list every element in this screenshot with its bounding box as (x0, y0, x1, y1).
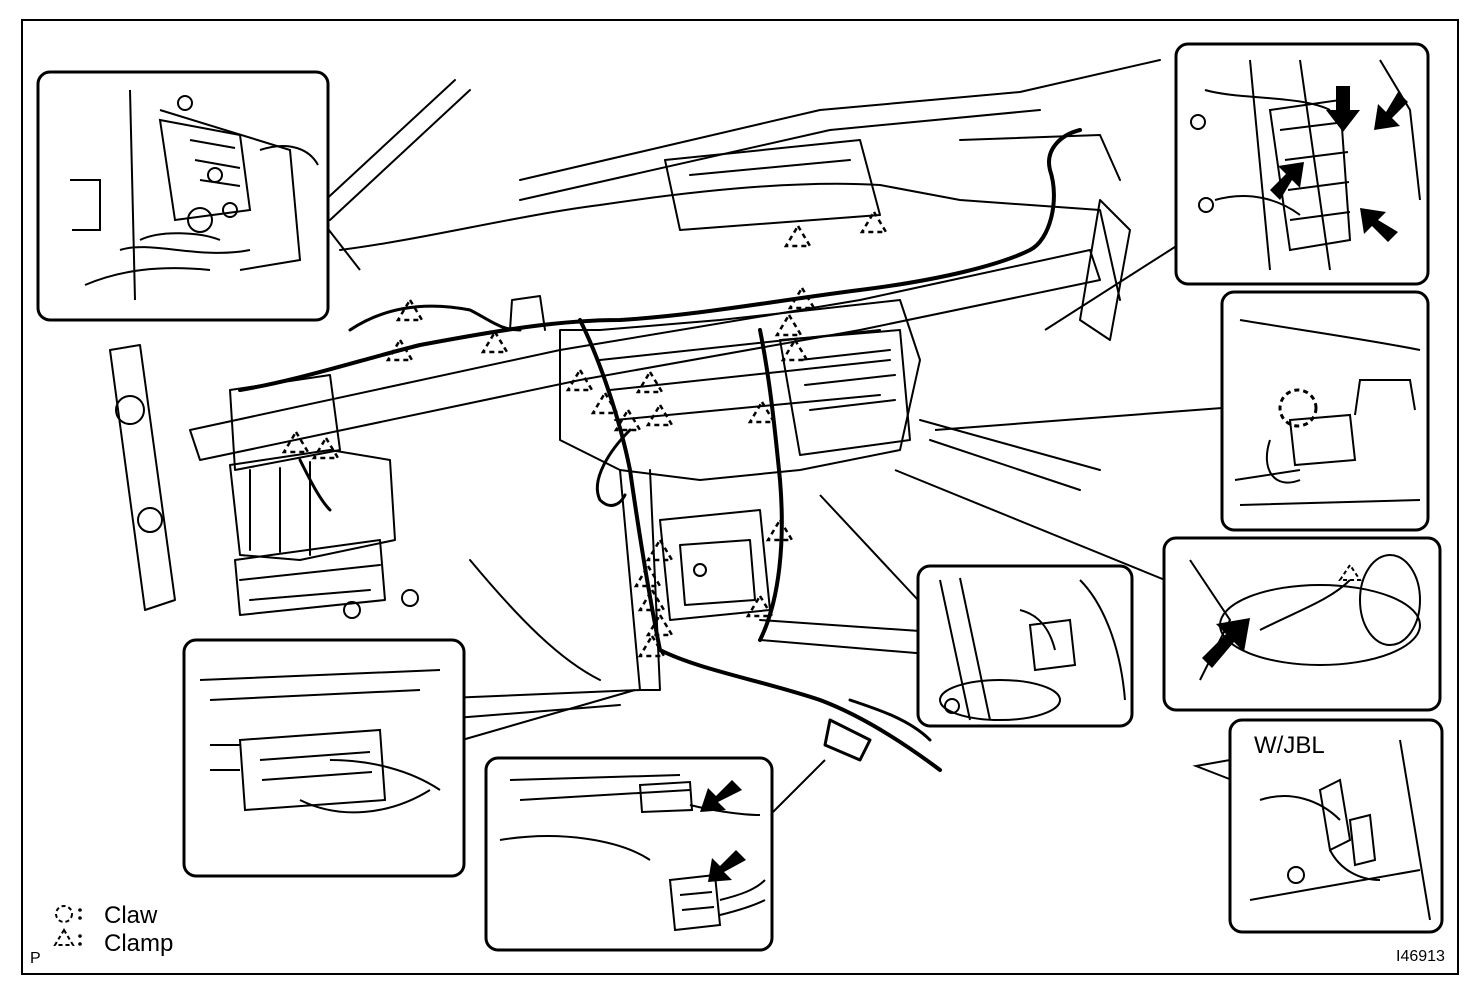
clamp-icon (613, 407, 643, 432)
inset-right-middle (1220, 290, 1430, 532)
clamp-icon (480, 329, 510, 354)
inset-right-lower (1162, 536, 1442, 712)
clamp-icon (590, 390, 620, 415)
legend-colons (78, 908, 82, 946)
clamp-icon (787, 285, 817, 310)
clamp-icon (859, 209, 889, 234)
arrow-icon (1270, 86, 1408, 242)
legend-symbols (53, 905, 75, 946)
clamp-icon (645, 402, 675, 427)
corner-mark: P (30, 950, 41, 967)
clamp-icon (395, 297, 425, 322)
clamp-icon (635, 369, 665, 394)
arrow-icon (700, 780, 746, 882)
clamp-icon (645, 537, 675, 562)
clamp-icon (747, 399, 777, 424)
inset-center-lower-right (916, 564, 1134, 728)
inset-bottom-center (484, 756, 774, 952)
legend-clamp-label: Clamp (104, 930, 174, 957)
figure-id-code: I46913 (1396, 948, 1445, 965)
claw-icon (55, 905, 73, 923)
clamp-markers (281, 209, 889, 658)
clamp-icon (633, 563, 663, 588)
clamp-icon (637, 633, 667, 658)
inset-top-right (1174, 42, 1430, 286)
clamp-icon (783, 223, 813, 248)
clamp-icon (745, 593, 775, 618)
clamp-icon (637, 587, 667, 612)
clamp-icon (565, 367, 595, 392)
leader-lines (324, 224, 1233, 813)
inset-bottom-left (182, 638, 466, 878)
clamp-icon (645, 612, 675, 637)
claw-icon (1278, 388, 1318, 428)
clamp-icon (53, 928, 75, 946)
clamp-icon (765, 517, 795, 542)
inset-wjbl (1228, 718, 1444, 934)
clamp-icon (281, 429, 311, 454)
clamp-icon (385, 337, 415, 362)
wjbl-callout-label: W/JBL (1254, 732, 1325, 759)
clamp-icon (311, 435, 341, 460)
clamp-icon (774, 312, 804, 337)
inset-top-left (36, 70, 330, 322)
clamp-icon (780, 337, 810, 362)
arrow-icon (1202, 618, 1250, 668)
legend-claw-label: Claw (104, 902, 158, 929)
